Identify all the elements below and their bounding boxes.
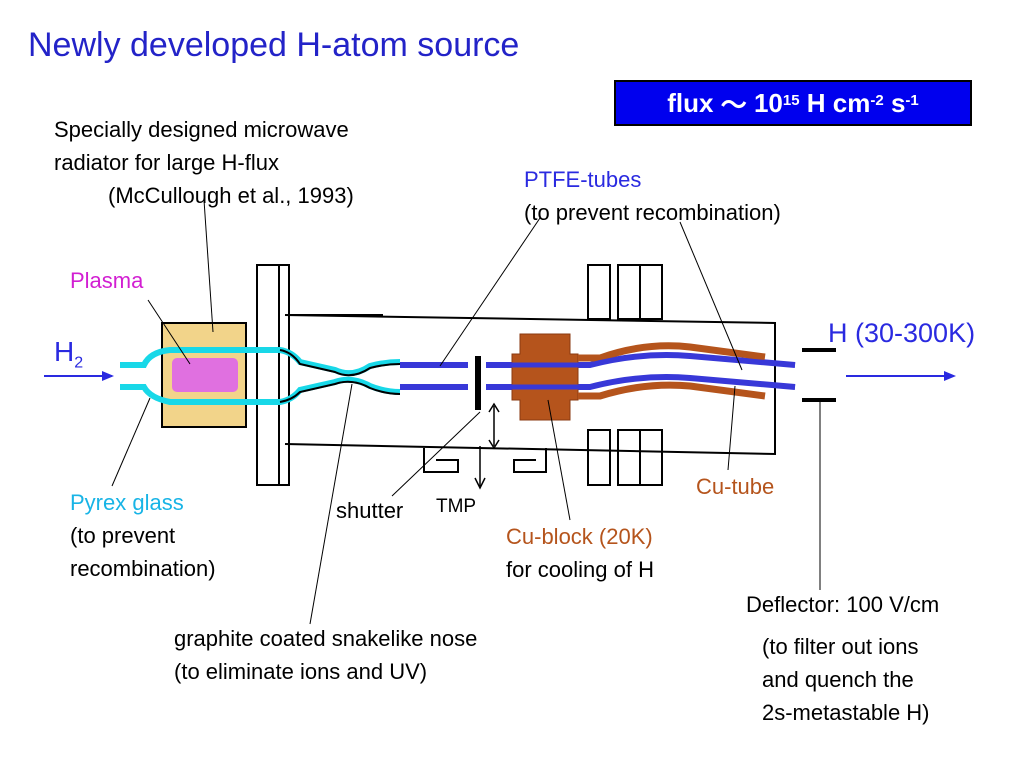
h2-label-sub: 2 — [74, 354, 84, 372]
cu-block — [511, 333, 579, 421]
ptfe-over-cu — [486, 352, 796, 390]
nose-label-line2: (to eliminate ions and UV) — [174, 659, 428, 684]
deflector-label-line3: and quench the — [762, 667, 914, 692]
flux-exponent: 15 — [782, 91, 800, 109]
flux-exponent2: -2 — [870, 91, 884, 109]
pyrex-label-line2: (to prevent — [70, 523, 176, 548]
cu-tube — [578, 342, 766, 400]
h2-inlet-arrowhead — [102, 371, 114, 381]
cu-block-label-line1: Cu-block (20K) — [506, 524, 653, 549]
shutter-arrowheads — [488, 402, 500, 450]
h2-label-main: H — [54, 336, 75, 367]
cu-tube-label: Cu-tube — [696, 474, 775, 499]
h-out-label: H (30-300K) — [828, 318, 976, 348]
leader-lines — [111, 199, 821, 625]
plasma-region — [172, 358, 238, 392]
flux-prefix: flux — [667, 87, 714, 118]
deflector-label-line4: 2s-metastable H) — [762, 700, 930, 725]
flux-base: 10 — [753, 87, 783, 118]
flux-exponent3: -1 — [905, 91, 919, 109]
page-title: Newly developed H-atom source — [28, 26, 520, 64]
flux-unit1: H cm — [806, 87, 871, 118]
microwave-label-line2: radiator for large H-flux — [54, 150, 279, 175]
ptfe-label-line2: (to prevent recombination) — [524, 200, 781, 225]
h2-label: H2 — [54, 336, 83, 373]
pyrex-label-line3: recombination) — [70, 556, 216, 581]
microwave-label-line1: Specially designed microwave — [54, 117, 349, 142]
deflector-label-line2: (to filter out ions — [762, 634, 919, 659]
deflector-label-line1: Deflector: 100 V/cm — [746, 592, 940, 617]
h-outlet-arrowhead — [944, 371, 956, 381]
cu-block-label-line2: for cooling of H — [506, 557, 654, 582]
pyrex-tube — [120, 347, 401, 405]
shutter-label: shutter — [336, 498, 404, 523]
tmp-arrowhead — [474, 477, 486, 490]
nose-label-line1: graphite coated snakelike nose — [174, 626, 478, 651]
vacuum-chamber — [256, 264, 776, 486]
plasma-label: Plasma — [70, 268, 144, 293]
ptfe-label-line1: PTFE-tubes — [524, 167, 642, 192]
pyrex-label-line1: Pyrex glass — [70, 490, 184, 515]
flux-tilde: ～ — [720, 89, 747, 120]
flux-unit2: s — [890, 87, 906, 118]
tmp-label: TMP — [436, 496, 477, 517]
graphite-nose — [279, 349, 401, 403]
microwave-label-line3: (McCullough et al., 1993) — [108, 183, 354, 208]
